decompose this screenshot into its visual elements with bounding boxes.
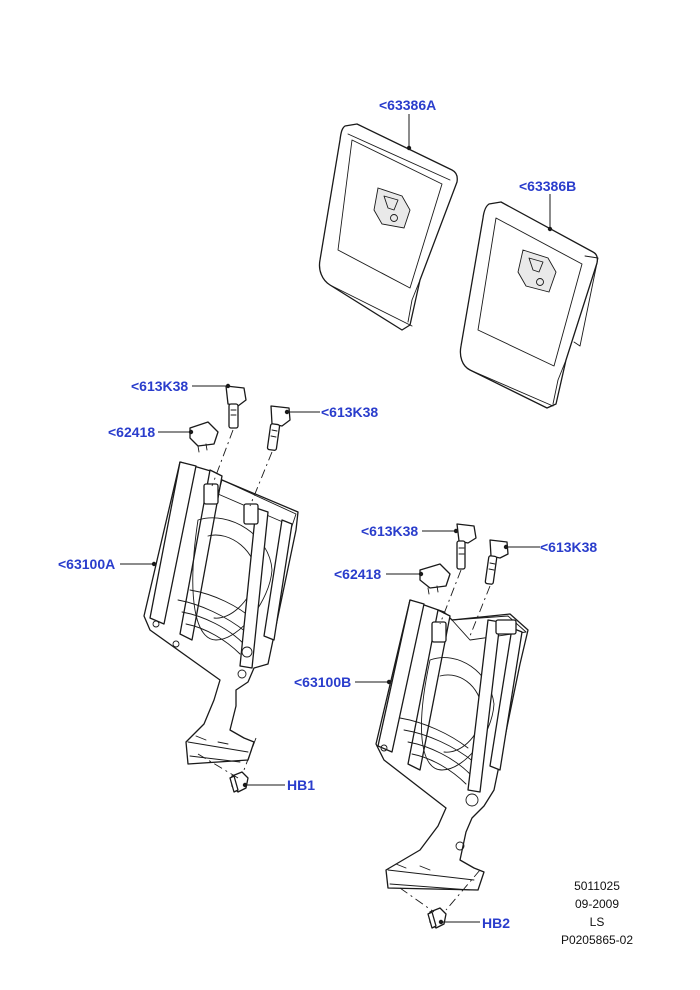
headrest-guide-2[interactable] [266,405,291,451]
callout-hb1[interactable]: HB1 [287,777,315,793]
trim-cap-1[interactable] [189,421,219,453]
callout-62418-1[interactable]: <62418 [108,424,155,440]
headrest-guide-4[interactable] [484,539,509,585]
leader-lines [120,114,553,925]
headrest-guide-3[interactable] [456,523,477,570]
seat-back-frame-a[interactable] [143,461,299,765]
callout-63100a[interactable]: <63100A [58,556,115,572]
callout-63386a[interactable]: <63386A [379,97,436,113]
bolt-hb2[interactable] [427,907,447,929]
info-line-1: 5011025 [574,879,620,893]
seat-back-panel-a[interactable] [318,123,458,331]
trim-cap-2[interactable] [419,563,451,595]
info-line-4: P0205865-02 [561,933,633,947]
assembly-lines [197,429,491,913]
callout-613k38-2[interactable]: <613K38 [321,404,378,420]
info-line-2: 09-2009 [575,897,619,911]
callout-613k38-3[interactable]: <613K38 [361,523,418,539]
headrest-guide-1[interactable] [225,385,247,429]
info-block: 5011025 09-2009 LS P0205865-02 [561,879,633,947]
callout-613k38-1[interactable]: <613K38 [131,378,188,394]
callout-hb2[interactable]: HB2 [482,915,510,931]
seat-back-frame-b[interactable] [375,599,529,891]
callout-62418-2[interactable]: <62418 [334,566,381,582]
callout-613k38-4[interactable]: <613K38 [540,539,597,555]
info-line-3: LS [590,915,605,929]
callout-63386b[interactable]: <63386B [519,178,576,194]
seat-back-panel-b[interactable] [459,201,599,409]
callout-63100b[interactable]: <63100B [294,674,351,690]
